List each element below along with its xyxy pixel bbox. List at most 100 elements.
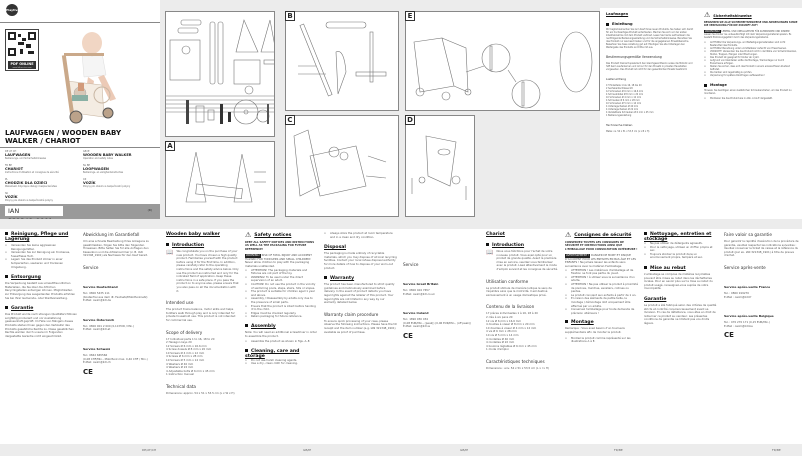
page-number-fr-a: FR/BE [614, 448, 623, 452]
fr-tech-heading: Caractéristiques techniques [486, 358, 545, 364]
figure-c-drawing [293, 129, 387, 197]
figure-c: C [285, 115, 399, 217]
gb-delivery-list: 17 Individual parts 1 to 16, 18 to 20 2 … [166, 336, 215, 377]
de-intro-heading: Einleitung [606, 22, 696, 26]
figure-label-d: D [405, 115, 415, 125]
pdf-online-label: PDF ONLINE [8, 61, 36, 67]
gb-assembly-step: Assemble the product as shown in figs. A… [245, 339, 318, 344]
fr-cleaning-heading: Nettoyage, entretien et stockage [644, 232, 712, 242]
parts-overview [165, 11, 287, 137]
fr-bottom-col2: ⚠ Consignes de sécurité CONSERVEZ TOUTES… [562, 229, 641, 444]
ian-number: IAN 321348_1901 [5, 206, 63, 219]
registered-badge: (R) [147, 208, 152, 212]
gb-intended-heading: Intended use [166, 300, 194, 306]
de-bottom-col2: Abwicklung im Garantiefall Um eine schne… [80, 229, 160, 444]
fr-intro-text: Nous vous félicitons pour l'achat de vot… [496, 249, 558, 271]
figure-label-b: B [285, 11, 295, 21]
ian-band: IAN 321348_1901 (R) [0, 204, 160, 219]
gb-warranty-text: The product has been manufactured to str… [324, 282, 395, 305]
service-gb: Service Great Britain Tel.: 0800 404 765… [403, 282, 439, 296]
page-number-de: DE/AT/CH [142, 448, 157, 452]
de-cleaning-heading: Reinigung, Pflege und Lagerung [5, 232, 69, 242]
parts-diagram [166, 19, 287, 125]
gb-safety-keep: KEEP ALL SAFETY NOTICES AND INSTRUCTIONS… [245, 241, 315, 251]
baby-walker-photo [61, 32, 116, 124]
cover-title: LAUFWAGEN / WOODEN BABY WALKER / CHARIOT [5, 129, 122, 145]
de-delivery-heading: Lieferumfang [606, 77, 627, 81]
gb-tech-heading: Technical data [166, 384, 196, 390]
fr-safety-heading: Consignes de sécurité [574, 233, 632, 238]
warning-badge: WARNING! [245, 254, 261, 258]
service-de: Service Deutschland Tel.: 0800 5435 111 … [83, 284, 148, 303]
page-number-fr-b: FR/BE [772, 448, 781, 452]
gb-disposal-text: The packaging is made entirely of recycl… [324, 251, 397, 270]
de-warranty-heading: Garantie [5, 306, 77, 311]
fr-service-heading: Service après-vente [724, 264, 766, 270]
figure-e-drawing [413, 31, 593, 109]
figure-e: E [405, 11, 600, 111]
fr-delivery-list: 17 pièces individuelles 1 à 16, 18 à 20 … [486, 311, 538, 352]
book-icon: 📖 [166, 249, 174, 256]
pdf-online-url: www.lidl-service.com [8, 67, 36, 69]
warning-triangle-icon: ⚠ [565, 231, 572, 239]
de-claim-heading: Abwicklung im Garantiefall [83, 232, 140, 237]
row-gap [0, 219, 802, 229]
ce-mark: CE [403, 331, 413, 340]
divider [0, 147, 160, 148]
fr-intro-heading: Introduction [486, 243, 559, 248]
fr-assembly-step: Montez le produit comme représenté sur l… [565, 336, 638, 344]
gb-safety-list: ATTENTION! The packaging materials and f… [245, 268, 318, 319]
brand-logo: Playtive Junior [6, 4, 20, 24]
gb-tech-text: Dimensions: approx. 54 x 51 x 53.5 cm (L… [166, 391, 235, 396]
figure-d-drawing [411, 135, 467, 200]
fr-safety-keep: CONSERVEZ TOUTES LES CONSIGNES DE SÉCURI… [565, 241, 638, 251]
page-number-gb-b: GB/IE [460, 448, 469, 452]
fr-claim-heading: Faire valoir sa garantie [724, 232, 772, 237]
de-warning-block: WARNUNG! LEBENS- UND UNFALLGEFAHR FÜR KL… [704, 30, 792, 39]
gb-claim-heading: Warranty claim procedure [324, 311, 379, 317]
figure-b-drawing [298, 21, 387, 97]
service-ie: Service Ireland Tel.: 1890 930 034 (0,08… [403, 311, 471, 329]
de-intended-heading: Bestimmungsgemäße Verwendung [606, 55, 662, 59]
fr-delivery-heading: Contenu de la livraison [486, 304, 535, 310]
fr-disposal-heading: Mise au rebut [644, 265, 718, 271]
gb-service-heading: Service [403, 262, 419, 267]
qr-block[interactable]: PDF ONLINE www.lidl-service.com [5, 29, 39, 71]
top-gap [160, 0, 802, 8]
fr-safety-list: ATTENTION ! Les matériaux d'emballage et… [565, 268, 638, 316]
fr-claim-text: Pour garantir la rapidité d'exécution de… [724, 239, 799, 258]
figure-d: D [405, 115, 475, 217]
figure-a: A [165, 141, 275, 217]
de-delivery-list: 17 Einzelteile 1 bis 16, 18 bis 20 2 Sec… [606, 84, 654, 117]
fr-tech-text: Dimensions : env. 54 x 51 x 53,5 cm (L x… [486, 365, 549, 370]
de-disposal-text: Die Verpackung besteht aus umweltfreundl… [5, 281, 76, 300]
divider [0, 22, 160, 23]
warning-triangle-icon: ⚠ [704, 11, 711, 19]
warning-badge: WARNUNG! [704, 30, 721, 33]
de-service-heading: Service [83, 264, 99, 270]
diagram-pages: A B C D E [160, 8, 600, 219]
de-cleaning-list: Verwenden Sie keine aggressiven Reinigun… [5, 243, 77, 269]
gb-bottom-col4: Service Service Great Britain Tel.: 0800… [400, 229, 480, 444]
gb-disposal-heading: Disposal [324, 245, 346, 251]
figure-label-c: C [285, 115, 295, 125]
gb-bottom-col1: Wooden baby walker Introduction 📖 We con… [163, 229, 242, 444]
fr-intended-heading: Utilisation conforme [486, 278, 529, 284]
de-intro-page: Laufwagen Einleitung Wir beglückwünschen… [600, 8, 700, 219]
de-safety-header: ⚠ Sicherheitshinweise [704, 11, 752, 19]
de-title: Laufwagen [606, 12, 629, 16]
de-safety-keep: BEWAHREN SIE ALLE SICHERHEITSHINWEISE UN… [704, 21, 798, 27]
de-tech-heading: Technische Daten [606, 123, 633, 127]
page-number-gb-a: GB/IE [303, 448, 312, 452]
ce-mark: CE [83, 367, 93, 376]
fr-warranty-heading: Garantie [644, 296, 667, 302]
ce-mark: CE [724, 331, 734, 340]
